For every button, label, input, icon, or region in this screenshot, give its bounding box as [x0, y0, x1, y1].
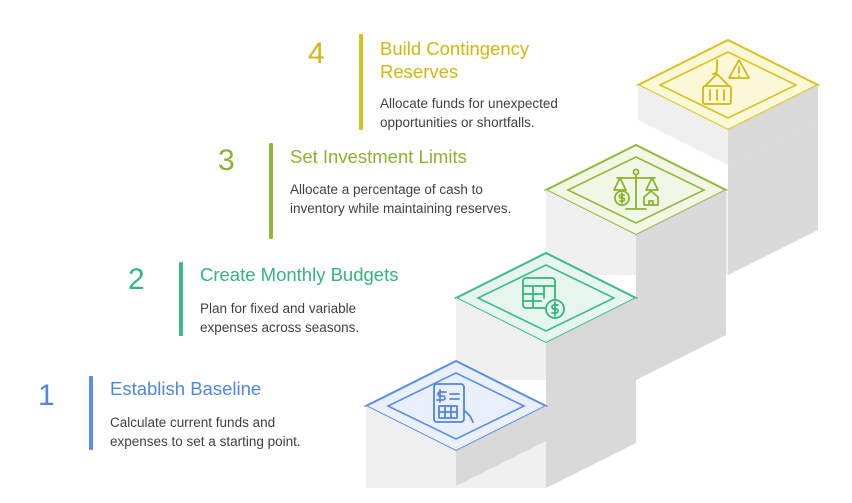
step-number: 2 [128, 263, 145, 296]
step-description: Allocate a percentage of cash to invento… [290, 182, 512, 216]
step-number: 4 [308, 37, 325, 70]
step-description: Plan for fixed and variable expenses acr… [200, 301, 360, 335]
step-title: Create Monthly Budgets [200, 264, 399, 285]
step-accent-bar [269, 143, 273, 239]
step-number: 1 [38, 379, 55, 412]
step-title: Build Contingency Reserves [380, 38, 530, 82]
step-description: Allocate funds for unexpected opportunit… [380, 96, 558, 130]
spreadsheet-dollar-icon [522, 277, 565, 319]
step-title: Set Investment Limits [290, 146, 467, 167]
step-accent-bar [179, 262, 183, 336]
crane-warning-icon [702, 59, 750, 105]
step-number: 3 [218, 144, 235, 177]
step-title: Establish Baseline [110, 378, 262, 399]
step-accent-bar [359, 34, 363, 130]
stair-step-2 [453, 251, 639, 378]
step-accent-bar [89, 376, 93, 450]
step-description: Calculate current funds and expenses to … [110, 415, 301, 449]
balance-scale-icon [613, 168, 659, 210]
budget-calculator-icon [433, 383, 474, 423]
